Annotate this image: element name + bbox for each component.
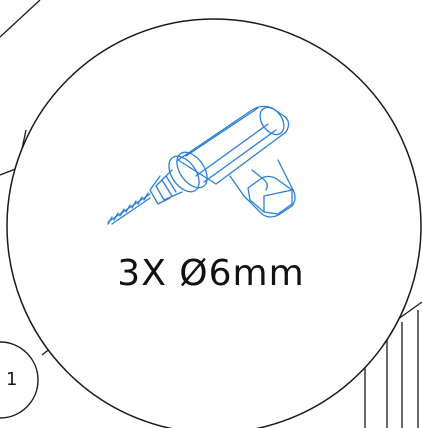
drill-chuck-tip <box>149 175 171 205</box>
drill-battery <box>247 175 293 215</box>
drill-rear-cap <box>259 106 285 136</box>
drill-handle <box>229 159 296 218</box>
drill-chuck <box>155 169 183 201</box>
drill-body-line <box>185 107 259 157</box>
small-callout-marker: 1 <box>6 369 17 390</box>
drill-body-line <box>203 129 277 183</box>
small-callout: 1 <box>0 341 39 419</box>
callout-circle <box>6 18 422 428</box>
drill-bit-edge <box>107 193 151 223</box>
power-drill-icon <box>107 105 296 225</box>
drill-body-outline <box>177 105 290 185</box>
background-edge-line <box>0 0 41 38</box>
drill-chuck-line <box>165 175 177 193</box>
small-callout-circle <box>0 341 39 419</box>
drill-collar <box>168 155 200 193</box>
drill-bit <box>111 197 151 225</box>
drill-battery-line <box>263 189 293 197</box>
drill-chuck-line <box>161 179 173 197</box>
quantity-size-label: 3X Ø6mm <box>117 253 305 294</box>
drill-body-line <box>195 123 269 177</box>
drill-collar-ring <box>176 151 208 189</box>
